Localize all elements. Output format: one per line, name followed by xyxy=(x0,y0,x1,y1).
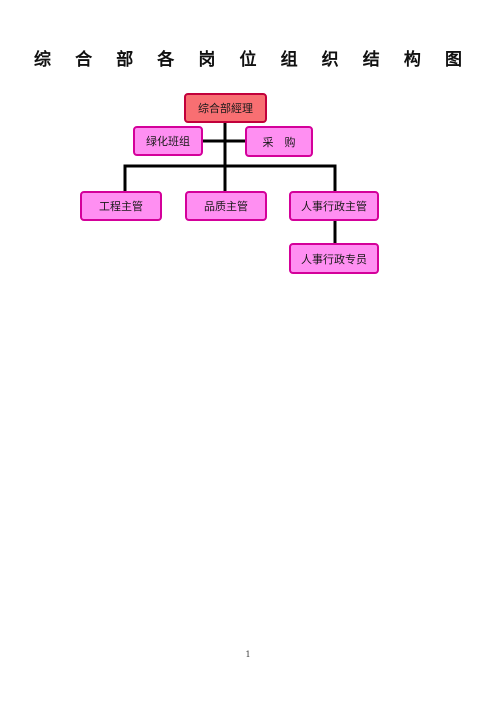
node-hr-admin-specialist: 人事行政专员 xyxy=(289,243,379,274)
node-purchasing: 采 购 xyxy=(245,126,313,157)
node-label: 采 购 xyxy=(262,135,296,149)
node-greening-team: 绿化班组 xyxy=(133,126,203,156)
node-hr-admin-supervisor: 人事行政主管 xyxy=(289,191,379,221)
title-char: 合 xyxy=(75,50,93,70)
title-char: 结 xyxy=(362,50,380,70)
node-manager: 综合部經理 xyxy=(184,93,267,123)
node-quality-supervisor: 品质主管 xyxy=(185,191,267,221)
page-title: 综 合 部 各 岗 位 组 织 结 构 图 xyxy=(20,45,476,70)
page-number: 1 xyxy=(245,650,251,659)
node-label: 人事行政主管 xyxy=(301,200,367,213)
title-char: 各 xyxy=(157,50,175,70)
title-char: 部 xyxy=(116,50,134,70)
title-char: 图 xyxy=(444,50,462,70)
title-char: 构 xyxy=(403,50,421,70)
node-label: 工程主管 xyxy=(99,200,143,213)
title-char: 组 xyxy=(280,50,298,70)
title-char: 岗 xyxy=(198,50,216,70)
node-label: 绿化班组 xyxy=(146,135,190,148)
node-label: 人事行政专员 xyxy=(301,252,367,266)
title-char: 织 xyxy=(321,50,339,70)
node-label: 综合部經理 xyxy=(198,102,253,115)
title-char: 位 xyxy=(239,50,257,70)
node-engineering-supervisor: 工程主管 xyxy=(80,191,162,221)
node-label: 品质主管 xyxy=(204,200,248,213)
title-char: 综 xyxy=(34,50,51,70)
